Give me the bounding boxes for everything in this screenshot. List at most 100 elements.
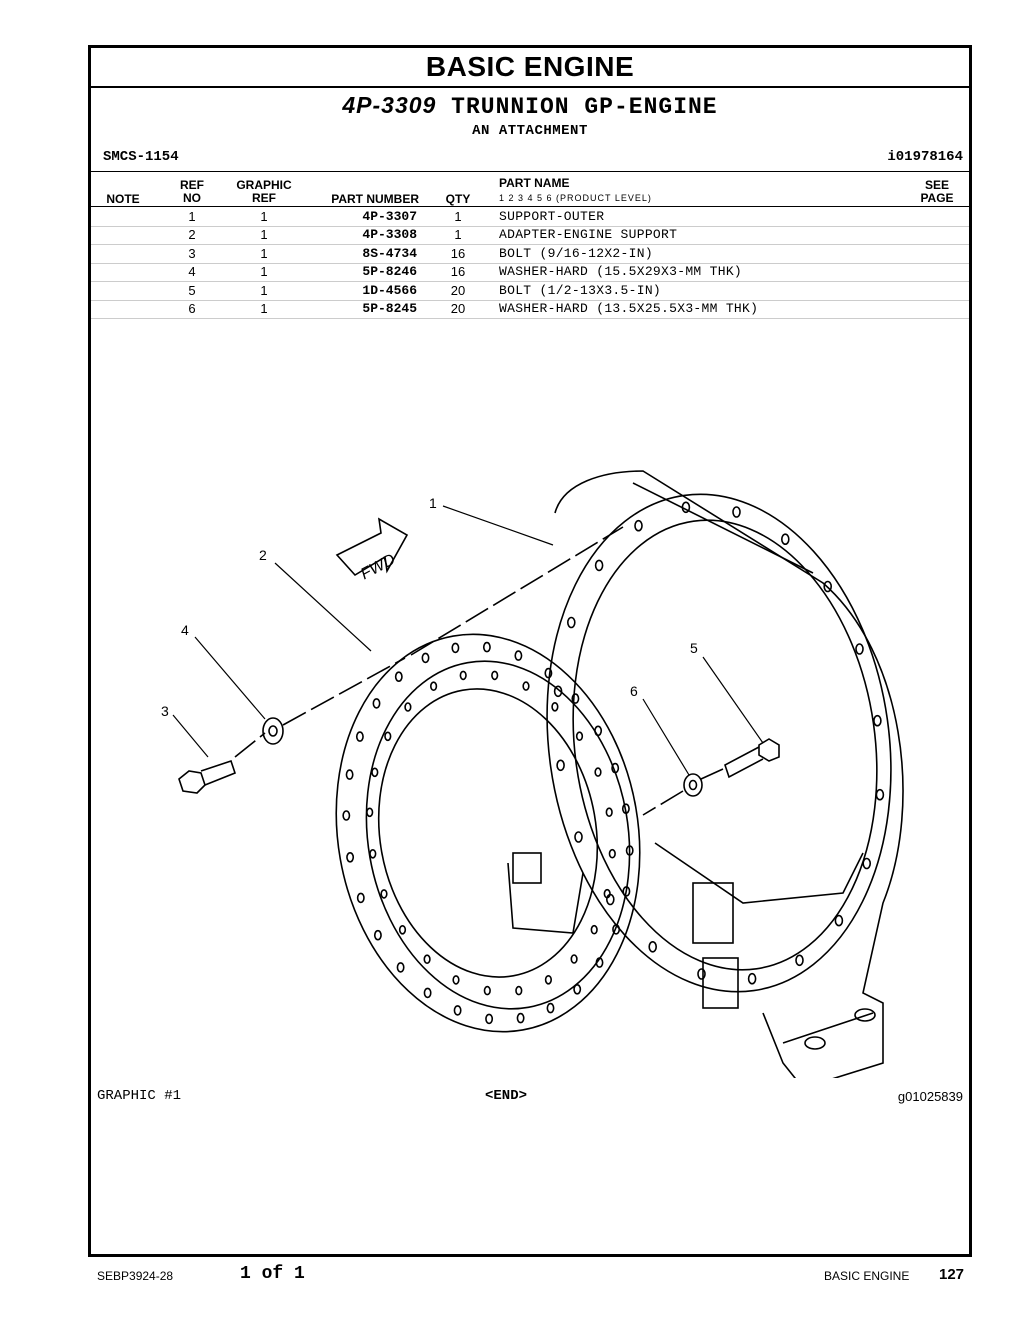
bolt-hole: [621, 803, 630, 815]
group-name: TRUNNION GP-ENGINE: [451, 94, 718, 120]
bolt-hole: [855, 643, 864, 655]
bolt-hole: [605, 807, 613, 818]
cell-graphic-ref: 1: [260, 301, 268, 316]
col-part-number: PART NUMBER: [331, 192, 419, 206]
col-part-name: PART NAME: [499, 176, 570, 190]
bolt-hole: [369, 848, 377, 859]
bolt-hole: [608, 848, 616, 859]
bolt-hole: [780, 533, 790, 546]
bolt-hole: [483, 985, 491, 996]
cell-graphic-ref: 1: [260, 245, 268, 261]
bolt-hole: [823, 580, 833, 593]
bolt-hole: [594, 725, 603, 737]
bolt-hole: [342, 810, 351, 821]
bolt-hole: [430, 681, 438, 692]
bolt-hole: [346, 851, 355, 863]
bolt-hole: [371, 767, 379, 778]
bolt-hole: [681, 501, 691, 514]
cell-part-number: 4P-3307: [362, 209, 417, 224]
bolt-hole: [875, 788, 885, 801]
bolt-hole: [862, 857, 872, 870]
cell-ref-no: 6: [188, 301, 196, 316]
table-header-rule: [91, 206, 969, 207]
bolt-hole: [625, 845, 634, 856]
col-note: NOTE: [106, 192, 140, 206]
bolt-hole: [404, 702, 412, 712]
callout-1: 1: [429, 495, 437, 511]
bolt-hole: [544, 974, 553, 985]
cell-ref-no: 2: [188, 227, 196, 243]
bolt-hole: [546, 1002, 555, 1014]
bolt-hole: [648, 940, 658, 953]
fwd-label: FWD: [358, 551, 399, 583]
bolt-hole: [594, 767, 602, 777]
cell-part-name: WASHER-HARD (13.5X25.5X3-MM THK): [499, 301, 759, 316]
col-qty: QTY: [445, 192, 471, 206]
group-title: 4P-3309 TRUNNION GP-ENGINE: [91, 92, 969, 120]
adapter-engine-support-drawing: [335, 633, 641, 1033]
bolt-hole: [590, 924, 598, 935]
cell-qty: 20: [450, 301, 466, 316]
cell-graphic-ref: 1: [260, 264, 268, 280]
bolt-hole: [634, 519, 643, 532]
bolt-3-drawing: [178, 759, 236, 794]
section-title: BASIC ENGINE: [425, 51, 635, 82]
table-row: 6 1 5P-8245 20 WASHER-HARD (13.5X25.5X3-MM T…: [91, 300, 969, 319]
bolt-hole: [345, 769, 354, 780]
graphic-label: GRAPHIC #1: [97, 1088, 182, 1104]
bolt-hole: [873, 714, 882, 727]
cell-part-name: BOLT (1/2-13X3.5-IN): [499, 282, 662, 298]
bolt-hole: [551, 701, 559, 712]
bolt-hole: [697, 968, 706, 980]
bolt-hole: [603, 888, 611, 899]
bolt-holes-inner: [342, 641, 634, 1025]
bolt-hole: [795, 954, 804, 967]
bolt-hole: [732, 506, 741, 518]
cell-part-number: 5P-8245: [362, 301, 417, 316]
doc-number: SEBP3924-28: [97, 1269, 174, 1283]
cell-graphic-ref: 1: [260, 209, 268, 224]
washer-6-drawing: [683, 773, 703, 797]
callout-6: 6: [630, 683, 638, 699]
product-levels: 1 2 3 4 5 6 (PRODUCT LEVEL): [499, 193, 652, 203]
washer-4-drawing: [262, 717, 284, 745]
bolt-hole: [834, 914, 844, 927]
bolt-hole: [373, 929, 382, 941]
bolt-hole: [622, 886, 631, 897]
bolt-hole: [566, 616, 576, 629]
bolt-hole: [485, 1013, 494, 1025]
bolt-hole: [612, 924, 621, 935]
cell-qty: 16: [450, 264, 466, 280]
smcs-code: SMCS-1154: [103, 149, 179, 165]
bolt-hole: [452, 975, 460, 985]
end-marker: <END>: [485, 1088, 528, 1104]
bolt-hole: [575, 731, 584, 742]
bolt-5-drawing: [724, 738, 780, 779]
cell-ref-no: 1: [188, 209, 196, 224]
table-row: 4 1 5P-8246 16 WASHER-HARD (15.5X29X3-MM THK…: [91, 263, 969, 283]
cell-ref-no: 4: [188, 264, 196, 280]
bolt-hole: [553, 685, 563, 698]
cell-part-number: 5P-8246: [362, 264, 417, 280]
cell-part-number: 1D-4566: [362, 282, 417, 298]
cell-part-name: WASHER-HARD (15.5X29X3-MM THK): [499, 264, 743, 280]
bolt-hole: [372, 698, 381, 709]
attachment-label: AN ATTACHMENT: [472, 123, 588, 139]
leader-lines: [172, 505, 764, 776]
bolt-hole: [423, 987, 432, 999]
section-title-band: BASIC ENGINE: [91, 48, 969, 88]
bolt-hole: [522, 681, 530, 691]
bolt-hole: [574, 831, 583, 843]
bolt-hole: [355, 731, 364, 742]
bolt-hole: [398, 924, 407, 935]
callout-4: 4: [181, 622, 189, 638]
bolt-hole: [595, 957, 604, 968]
bolt-hole: [747, 972, 757, 985]
cell-qty: 1: [454, 209, 462, 224]
footer-section: BASIC ENGINE: [824, 1269, 910, 1283]
cell-qty: 1: [454, 227, 462, 243]
